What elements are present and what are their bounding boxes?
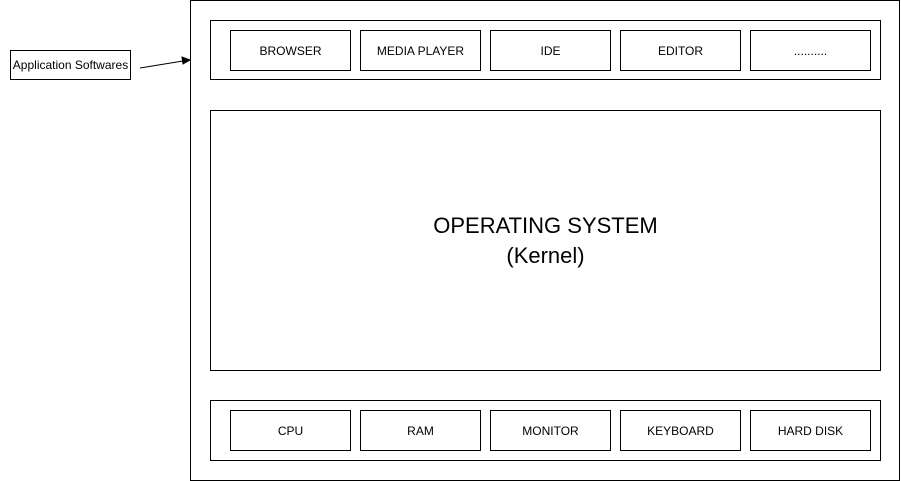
hw-cpu: CPU (230, 410, 351, 451)
app-editor: EDITOR (620, 30, 741, 71)
application-softwares-callout: Application Softwares (10, 50, 131, 80)
hw-label: KEYBOARD (647, 423, 714, 438)
app-label: MEDIA PLAYER (376, 43, 465, 58)
app-media-player: MEDIA PLAYER (360, 30, 481, 71)
hw-ram: RAM (360, 410, 481, 451)
hw-monitor: MONITOR (490, 410, 611, 451)
hardware-layer: CPU RAM MONITOR KEYBOARD HARD DISK (210, 400, 881, 461)
app-browser: BROWSER (230, 30, 351, 71)
hw-label: RAM (407, 423, 434, 438)
hw-keyboard: KEYBOARD (620, 410, 741, 451)
application-layer: BROWSER MEDIA PLAYER IDE EDITOR ........… (210, 20, 881, 80)
app-label: .......... (793, 43, 828, 58)
app-label: BROWSER (259, 43, 322, 58)
operating-system-layer: OPERATING SYSTEM (Kernel) (210, 110, 881, 371)
hw-label: HARD DISK (777, 423, 844, 438)
os-title: OPERATING SYSTEM (433, 212, 658, 238)
app-ide: IDE (490, 30, 611, 71)
arrow-line (139, 60, 184, 69)
app-label: IDE (540, 43, 561, 58)
hw-hard-disk: HARD DISK (750, 410, 871, 451)
os-subtitle: (Kernel) (506, 242, 585, 268)
arrowhead-icon (181, 56, 192, 65)
app-more: .......... (750, 30, 871, 71)
hw-label: MONITOR (522, 423, 579, 438)
app-label: EDITOR (657, 43, 704, 58)
hw-label: CPU (277, 423, 304, 438)
callout-label: Application Softwares (12, 58, 129, 72)
